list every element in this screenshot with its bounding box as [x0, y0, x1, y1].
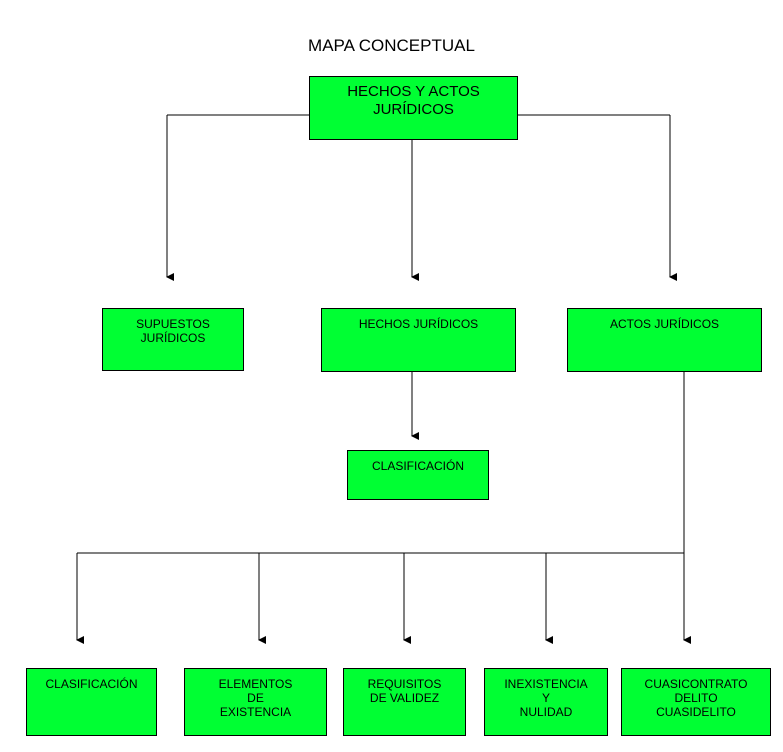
- node-elementos-de-existencia: ELEMENTOS DE EXISTENCIA: [184, 668, 327, 736]
- node-label-line: CLASIFICACIÓN: [45, 677, 138, 691]
- node-label-line: DE: [247, 691, 264, 705]
- node-label-line: ELEMENTOS: [218, 677, 293, 691]
- node-label-line: ACTOS JURÍDICOS: [609, 317, 720, 331]
- node-clasificacion-hechos: CLASIFICACIÓN: [347, 450, 489, 500]
- node-label-line: JURÍDICOS: [140, 331, 206, 345]
- node-label-line: REQUISITOS: [367, 677, 442, 691]
- node-label-line: HECHOS JURÍDICOS: [358, 317, 479, 331]
- node-label-line: CUASICONTRATO: [644, 677, 748, 691]
- node-label-line: HECHOS Y ACTOS: [347, 83, 480, 100]
- node-label-line: CLASIFICACIÓN: [371, 459, 464, 473]
- node-label-line: NULIDAD: [519, 705, 573, 719]
- node-cuasicontrato-delito-cuasidelito: CUASICONTRATO DELITO CUASIDELITO: [621, 668, 771, 736]
- node-label-line: INEXISTENCIA: [504, 677, 588, 691]
- node-label-line: JURÍDICOS: [373, 101, 454, 118]
- node-inexistencia-y-nulidad: INEXISTENCIA Y NULIDAD: [484, 668, 608, 736]
- node-label-line: Y: [541, 691, 550, 705]
- node-clasificacion-actos: CLASIFICACIÓN: [26, 668, 157, 736]
- node-label-line: CUASIDELITO: [656, 705, 736, 719]
- diagram-title: MAPA CONCEPTUAL: [308, 36, 475, 55]
- node-hechos-y-actos-juridicos: HECHOS Y ACTOS JURÍDICOS: [309, 76, 518, 140]
- node-actos-juridicos: ACTOS JURÍDICOS: [567, 308, 762, 372]
- node-label-line: DE VALIDEZ: [369, 691, 440, 705]
- node-label-line: DELITO: [674, 691, 718, 705]
- node-label-line: SUPUESTOS: [136, 317, 210, 331]
- node-supuestos-juridicos: SUPUESTOS JURÍDICOS: [102, 308, 244, 371]
- node-hechos-juridicos: HECHOS JURÍDICOS: [321, 308, 516, 372]
- node-requisitos-de-validez: REQUISITOS DE VALIDEZ: [343, 668, 466, 736]
- node-label-line: EXISTENCIA: [219, 705, 292, 719]
